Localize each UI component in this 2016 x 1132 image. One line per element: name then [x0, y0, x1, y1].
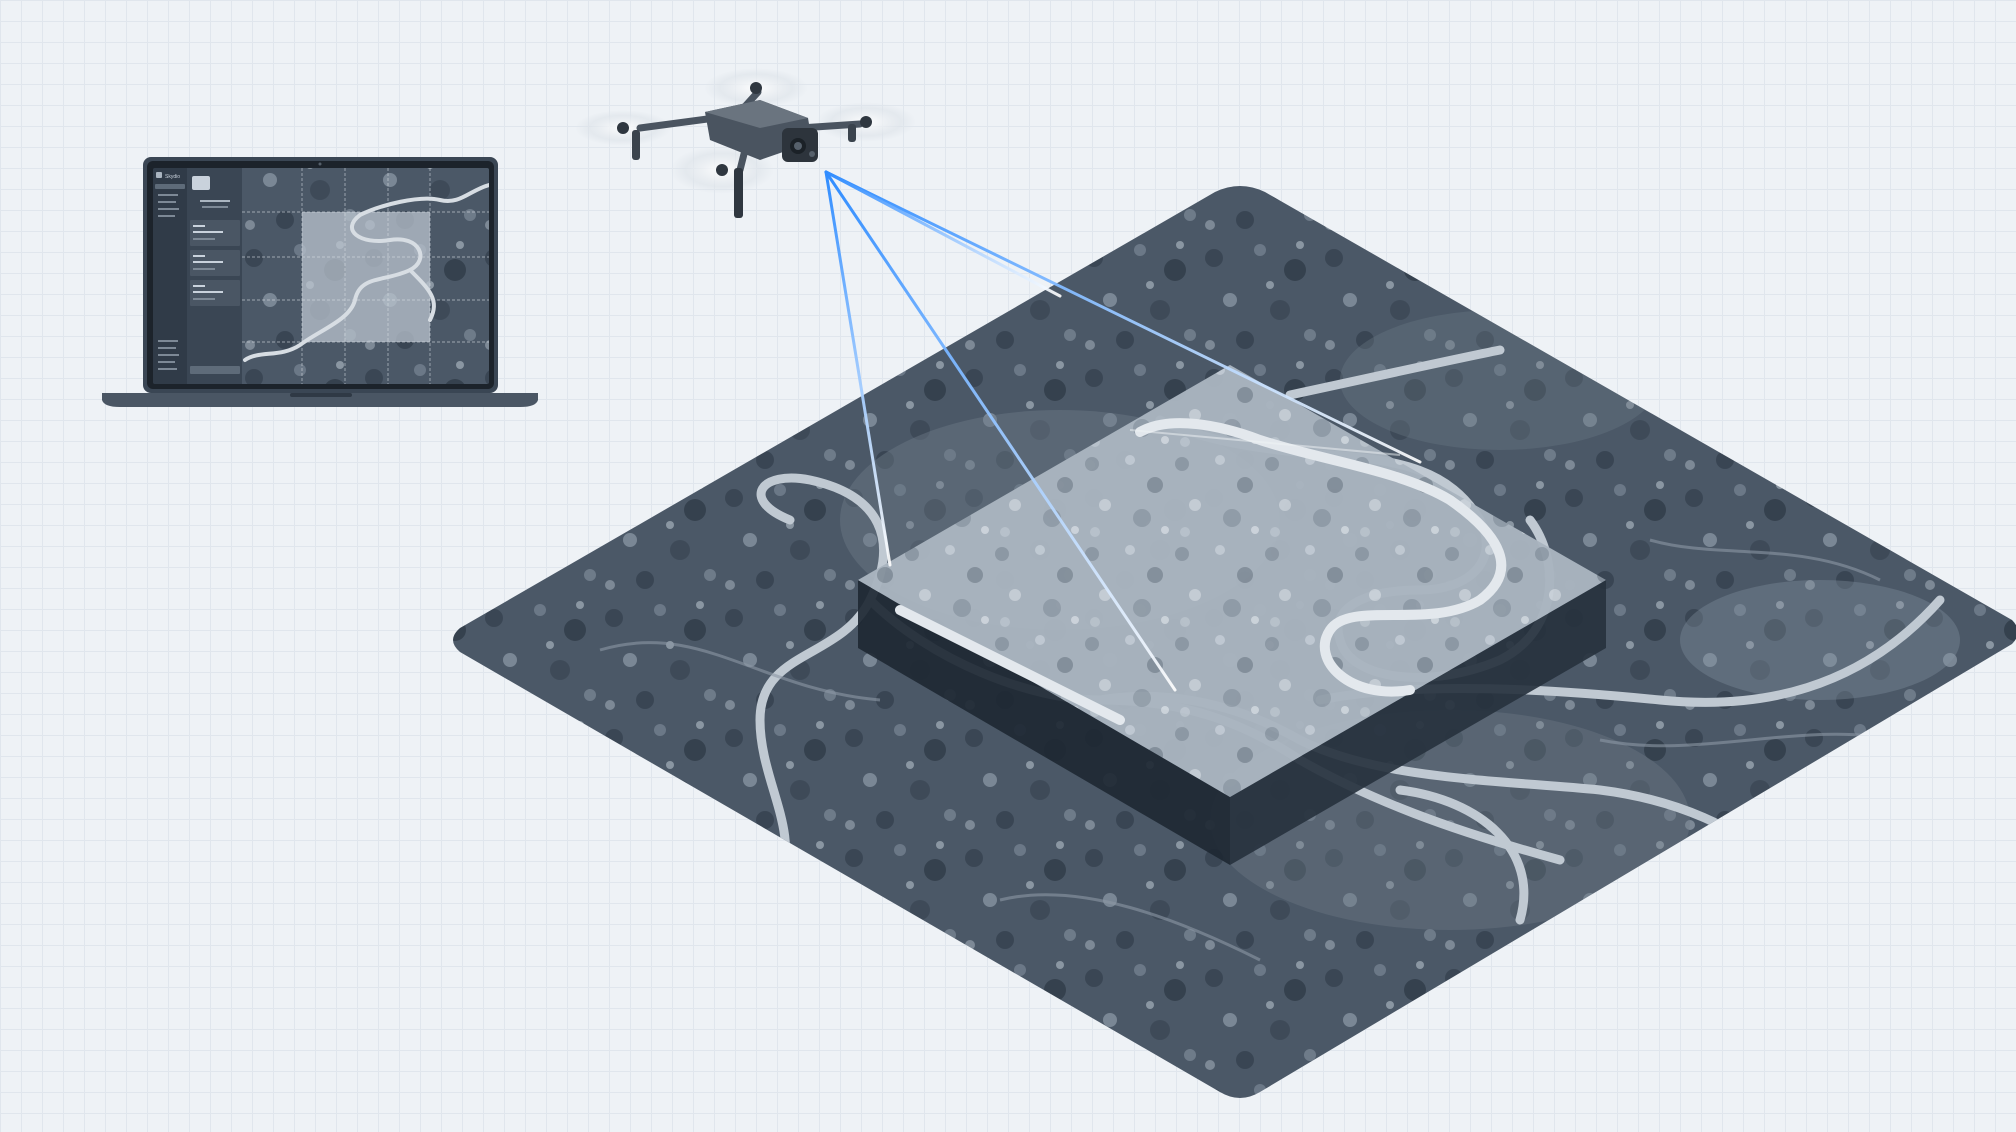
- scan-block: [858, 365, 1606, 865]
- beam-4: [824, 170, 1062, 298]
- beam-1: [824, 170, 892, 567]
- laptop-base: [102, 393, 538, 407]
- laptop-icon: Skydio: [102, 157, 538, 407]
- app-map-view: [242, 168, 489, 384]
- laptop-screen: Skydio: [153, 168, 489, 384]
- laser-beam-icon: [824, 170, 1422, 692]
- beam-2: [824, 170, 1177, 692]
- app-name: Skydio: [165, 174, 180, 180]
- app-panel: [187, 168, 242, 384]
- scan-block-side-left: [858, 580, 1230, 865]
- beam-3: [824, 170, 1422, 464]
- scan-block-top: [858, 365, 1606, 797]
- drone-icon: [575, 68, 916, 218]
- app-sidebar: Skydio: [153, 168, 187, 384]
- scan-block-side-right: [1230, 580, 1606, 865]
